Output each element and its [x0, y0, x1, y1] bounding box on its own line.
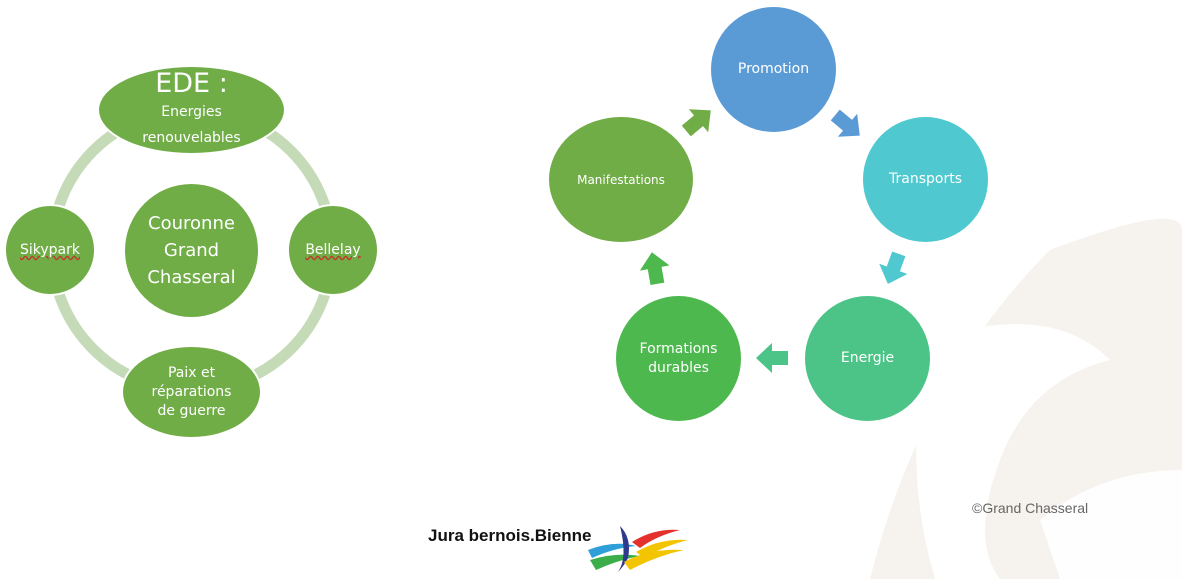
- couronne-line2: Grand: [163, 240, 220, 261]
- bellelay-label: Bellelay: [305, 242, 361, 258]
- ede-node: EDE : Energies renouvelables: [97, 65, 286, 155]
- arrow-promotion-transports: [830, 109, 860, 137]
- paix-node: Paix et réparations de guerre: [121, 345, 262, 439]
- formations-line2: durables: [648, 359, 709, 376]
- ede-title: EDE :: [155, 68, 228, 99]
- formations-node: Formations durables: [616, 296, 741, 421]
- promotion-node: Promotion: [711, 7, 836, 132]
- arrow-manifestations-promotion: [681, 109, 711, 137]
- arrow-energie-formations: [756, 343, 788, 373]
- arrow-formations-manifestations: [639, 252, 670, 286]
- formations-line1: Formations: [639, 340, 718, 357]
- paix-line2: réparations: [151, 383, 232, 400]
- paix-line3: de guerre: [157, 402, 226, 419]
- manifestations-node: Manifestations: [549, 117, 693, 242]
- energie-node: Energie: [805, 296, 930, 421]
- manifestations-label: Manifestations: [577, 172, 665, 187]
- couronne-line1: Couronne: [148, 213, 235, 234]
- energie-label: Energie: [840, 350, 895, 366]
- sikypark-label: Sikypark: [20, 242, 80, 258]
- transports-label: Transports: [889, 171, 962, 187]
- arrow-transports-energie: [879, 251, 908, 284]
- jura-bernois-logo-icon: [588, 526, 688, 572]
- sikypark-node: Sikypark: [4, 204, 96, 296]
- transports-node: Transports: [863, 117, 988, 242]
- copyright-credit: ©Grand Chasseral: [972, 500, 1089, 516]
- paix-line1: Paix et: [167, 364, 216, 381]
- promotion-label: Promotion: [737, 61, 810, 77]
- couronne-line3: Chasseral: [147, 267, 236, 288]
- logo-text: Jura bernois.Bienne: [428, 526, 592, 545]
- ede-line2: renouvelables: [142, 130, 241, 146]
- couronne-node: Couronne Grand Chasseral: [125, 184, 258, 317]
- ede-line1: Energies: [161, 104, 222, 120]
- bellelay-node: Bellelay: [287, 204, 379, 296]
